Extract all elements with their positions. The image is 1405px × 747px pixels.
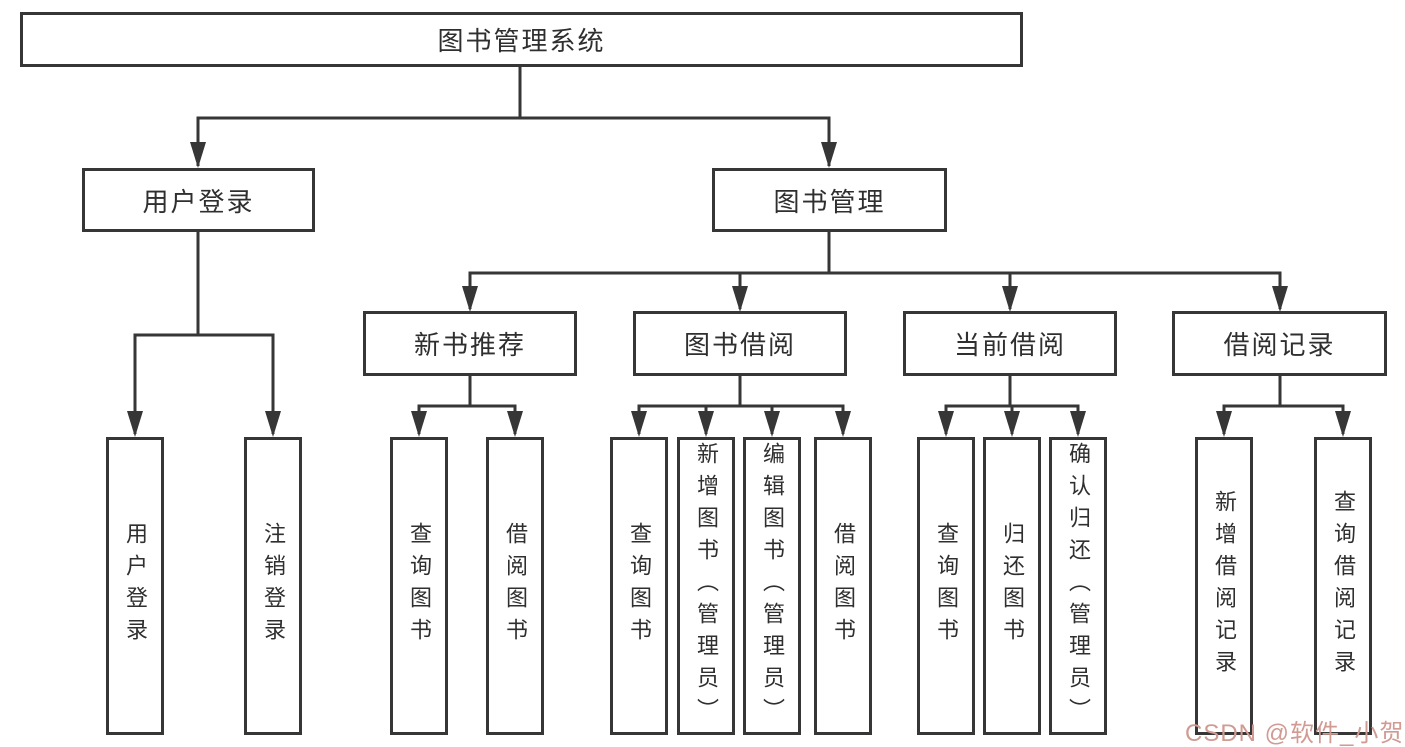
leaf-add-books-admin: 新增图书（管理员） [677,437,735,735]
leaf-logout-label: 注销登录 [261,522,286,650]
connector-userlogin-to-leaves [133,230,275,434]
node-book-borrow-label: 图书借阅 [683,330,796,360]
leaf-edit-books-admin: 编辑图书（管理员） [743,437,801,735]
leaf-borrow-books-label: 借阅图书 [831,522,856,650]
node-book-borrow: 图书借阅 [633,311,847,376]
leaf-current-query-books: 查询图书 [917,437,975,735]
leaf-recommend-borrow-books: 借阅图书 [486,437,544,735]
node-current-borrow-label: 当前借阅 [953,330,1066,360]
leaf-logout: 注销登录 [244,437,302,735]
leaf-add-books-admin-label: 新增图书（管理员） [694,442,719,730]
connector-newbookrec-to-leaves [417,374,517,434]
node-root-label: 图书管理系统 [437,26,606,56]
leaf-return-books: 归还图书 [983,437,1041,735]
arrowheads [127,142,1351,437]
connector-bookborrow-to-leaves [637,374,845,434]
leaf-confirm-return-admin-label: 确认归还（管理员） [1066,442,1091,730]
leaf-borrow-books: 借阅图书 [814,437,872,735]
node-user-login: 用户登录 [82,168,315,232]
leaf-borrow-query-books-label: 查询图书 [627,522,652,650]
leaf-recommend-query-books: 查询图书 [390,437,448,735]
leaf-edit-books-admin-label: 编辑图书（管理员） [760,442,785,730]
leaf-return-books-label: 归还图书 [1000,522,1025,650]
leaf-query-borrow-record-label: 查询借阅记录 [1331,490,1356,682]
csdn-watermark: CSDN @软件_小贺同学 [1185,720,1405,747]
leaf-recommend-borrow-books-label: 借阅图书 [503,522,528,650]
leaf-current-query-books-label: 查询图书 [934,522,959,650]
connector-records-to-leaves [1222,374,1345,434]
node-new-book-recommend-label: 新书推荐 [413,330,526,360]
leaf-borrow-query-books: 查询图书 [610,437,668,735]
node-book-management: 图书管理 [712,168,947,232]
node-current-borrow: 当前借阅 [903,311,1117,376]
node-borrow-records-label: 借阅记录 [1223,330,1336,360]
leaf-add-borrow-record-label: 新增借阅记录 [1212,490,1237,682]
node-borrow-records: 借阅记录 [1172,311,1387,376]
leaf-user-login: 用户登录 [106,437,164,735]
connector-bookmgmt-to-level3 [468,230,1282,309]
node-user-login-label: 用户登录 [142,186,255,217]
node-new-book-recommend: 新书推荐 [363,311,577,376]
leaf-confirm-return-admin: 确认归还（管理员） [1049,437,1107,735]
node-root-system: 图书管理系统 [20,12,1023,67]
leaf-recommend-query-books-label: 查询图书 [407,522,432,650]
leaf-query-borrow-record: 查询借阅记录 [1314,437,1372,735]
connector-root-to-level2 [196,65,831,166]
node-book-management-label: 图书管理 [773,186,886,217]
leaf-add-borrow-record: 新增借阅记录 [1195,437,1253,735]
leaf-user-login-label: 用户登录 [123,522,148,650]
